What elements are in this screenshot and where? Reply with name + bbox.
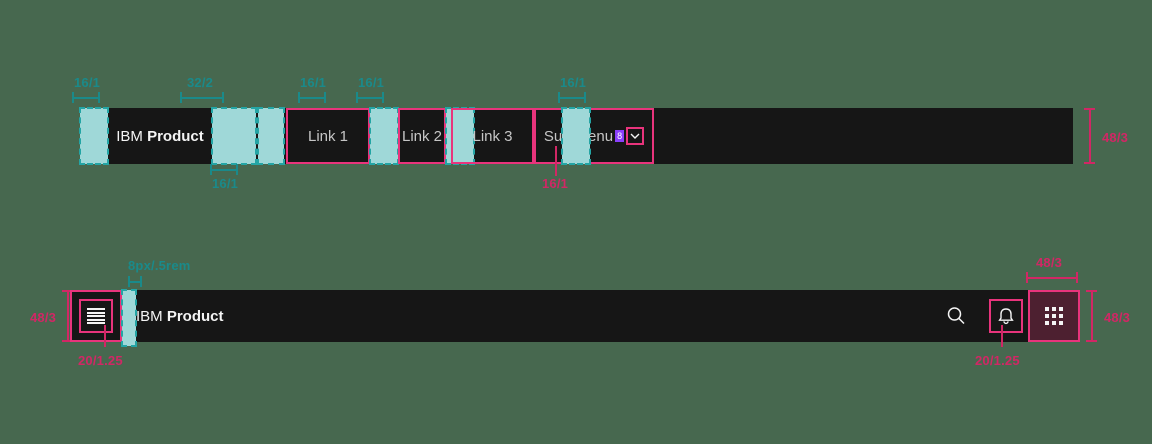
annotation-divider-gap: 16/1: [212, 176, 239, 191]
measure-brand-gap: [180, 92, 224, 103]
app-switcher-grid-icon: [1045, 307, 1063, 325]
spacer-link-gap-1: [369, 107, 399, 165]
annotation-grid-button-height: 48/3: [1104, 310, 1131, 325]
annotation-top-left-pad: 16/1: [74, 75, 101, 90]
nav-link-3[interactable]: Link 3: [451, 108, 534, 164]
application-header: IBM Product: [70, 289, 1080, 347]
measure-grid-button-height: [1086, 290, 1097, 342]
measure-link-gap-1: [298, 92, 326, 103]
search-icon: [947, 307, 965, 325]
top-navigation-bar: IBM Product Link 1 Link 2 Link 3 Sub-men…: [79, 107, 1073, 165]
spacer-link-gap-2: [445, 107, 475, 165]
annotation-menu-icon-size: 20/1.25: [78, 353, 123, 368]
nav-link-1[interactable]: Link 1: [286, 108, 370, 164]
measure-header-brand-gap: [128, 276, 142, 287]
nav-link-3-label: Link 3: [472, 127, 513, 145]
hamburger-menu-icon: [79, 299, 113, 333]
brand-label[interactable]: IBM Product: [108, 108, 212, 164]
spacer-left-pad: [79, 107, 109, 165]
header-brand-prefix: IBM: [136, 307, 163, 325]
brand-prefix: IBM: [116, 127, 143, 145]
annotation-submenu-chevron: 16/1: [542, 176, 569, 191]
annotation-top-nav-height: 48/3: [1102, 130, 1129, 145]
annotation-header-height: 48/3: [30, 310, 57, 325]
annotation-grid-button-width: 48/3: [1036, 255, 1063, 270]
measure-top-nav-height: [1084, 108, 1095, 164]
leader-menu-icon-size: [104, 325, 106, 347]
measure-trailing-gap: [558, 92, 586, 103]
header-brand-label[interactable]: IBM Product: [136, 290, 276, 342]
chevron-down-icon[interactable]: [626, 127, 645, 145]
measure-link-gap-2: [356, 92, 384, 103]
annotation-header-brand-gap: 8px/.5rem: [128, 258, 191, 273]
measure-top-left-pad: [72, 92, 100, 103]
annotation-trailing-gap: 16/1: [560, 75, 587, 90]
search-button[interactable]: [930, 290, 982, 342]
annotation-bell-icon-size: 20/1.25: [975, 353, 1020, 368]
measure-divider-gap: [210, 164, 238, 175]
spacer-divider-gap: [257, 107, 285, 165]
annotation-link-gap-1: 16/1: [300, 75, 327, 90]
spacer-header-brand-gap: [121, 289, 137, 347]
submenu-badge: 8: [615, 130, 625, 142]
menu-button[interactable]: [70, 290, 122, 342]
brand-name: Product: [147, 127, 204, 145]
leader-submenu-chevron: [555, 146, 557, 176]
notification-bell-icon: [989, 299, 1023, 333]
spacer-brand-gap: [211, 107, 257, 165]
nav-submenu[interactable]: Sub-menu8: [534, 108, 654, 164]
hamburger-lines: [87, 308, 105, 324]
annotation-link-gap-2: 16/1: [358, 75, 385, 90]
nav-link-1-label: Link 1: [307, 127, 349, 145]
leader-bell-icon-size: [1001, 325, 1003, 347]
measure-header-height: [62, 290, 73, 342]
nav-link-2-label: Link 2: [401, 127, 443, 145]
nav-link-2[interactable]: Link 2: [398, 108, 446, 164]
spacer-trailing-gap: [561, 107, 591, 165]
notifications-button[interactable]: [980, 290, 1032, 342]
measure-grid-button-width: [1026, 272, 1078, 283]
annotation-brand-gap: 32/2: [187, 75, 214, 90]
app-switcher-button[interactable]: [1028, 290, 1080, 342]
header-brand-name: Product: [166, 307, 224, 325]
